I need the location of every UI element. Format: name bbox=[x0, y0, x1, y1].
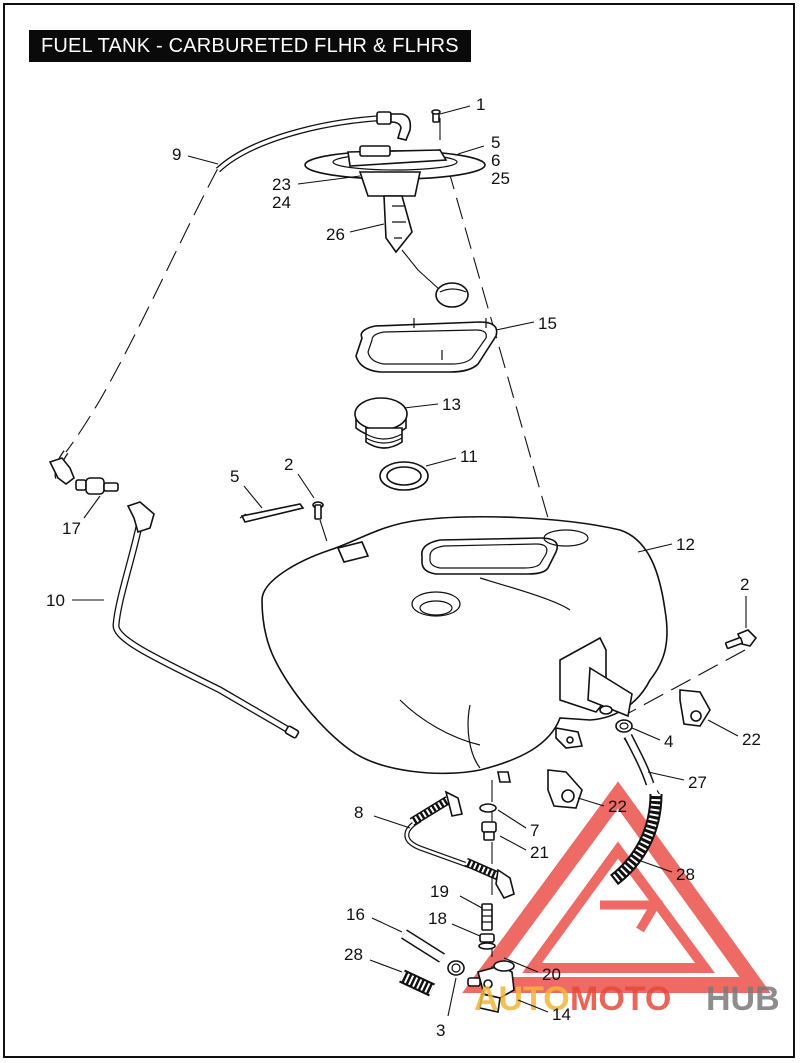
bracket-22-right bbox=[679, 689, 711, 727]
gasket-15 bbox=[355, 318, 498, 373]
fuel-line-10 bbox=[112, 501, 300, 739]
watermark-hub: HUB bbox=[706, 980, 780, 1018]
fitting-21 bbox=[481, 821, 497, 841]
callout-28-left: 28 bbox=[344, 945, 363, 964]
fuel-pump-assembly bbox=[304, 145, 486, 308]
callout-6: 6 bbox=[491, 151, 500, 170]
callout-labels: 1 5 6 25 9 23 24 26 15 13 11 5 2 17 12 1… bbox=[46, 95, 761, 1040]
callout-24: 24 bbox=[272, 193, 291, 212]
watermark-logo bbox=[462, 781, 771, 993]
fuel-line-9 bbox=[48, 111, 412, 485]
callout-14: 14 bbox=[552, 1005, 571, 1024]
page-title: FUEL TANK - CARBURETED FLHR & FLHRS bbox=[29, 30, 471, 62]
callout-20: 20 bbox=[542, 965, 561, 984]
callout-21: 21 bbox=[530, 843, 549, 862]
callout-23: 23 bbox=[272, 175, 291, 194]
callout-8: 8 bbox=[354, 803, 363, 822]
screw-1 bbox=[431, 109, 441, 123]
callout-19: 19 bbox=[430, 882, 449, 901]
callout-22-lower: 22 bbox=[608, 797, 627, 816]
watermark-moto: MOTO bbox=[570, 980, 671, 1018]
watermark-auto: AUTO bbox=[474, 980, 570, 1018]
callout-9: 9 bbox=[172, 145, 181, 164]
clip-5 bbox=[239, 503, 305, 523]
callout-11: 11 bbox=[460, 447, 478, 466]
seal-18 bbox=[478, 933, 496, 950]
gasket-11 bbox=[379, 461, 429, 491]
hose-16 bbox=[401, 929, 445, 963]
screw-2-left bbox=[312, 501, 324, 520]
callout-28-right: 28 bbox=[676, 865, 695, 884]
clamp-3 bbox=[447, 960, 465, 976]
screw-2-right bbox=[724, 629, 758, 650]
petcock-14 bbox=[467, 960, 515, 1013]
grommet-4 bbox=[615, 719, 633, 733]
callout-17: 17 bbox=[62, 519, 81, 538]
callout-25: 25 bbox=[491, 169, 510, 188]
screen-19 bbox=[481, 903, 493, 931]
fuel-line-8 bbox=[404, 790, 515, 900]
seal-7 bbox=[479, 803, 497, 813]
callout-15: 15 bbox=[538, 314, 557, 333]
fuel-tank-12 bbox=[261, 516, 668, 783]
fitting-17 bbox=[75, 477, 119, 495]
hose-28-upper bbox=[609, 793, 663, 886]
watermark-text: AUTO MOTO HUB bbox=[474, 980, 780, 1018]
diagram-frame bbox=[3, 3, 795, 1058]
callout-10: 10 bbox=[46, 591, 65, 610]
callout-27: 27 bbox=[688, 773, 707, 792]
callout-1: 1 bbox=[476, 95, 485, 114]
callout-22-right: 22 bbox=[742, 730, 761, 749]
bracket-22-lower bbox=[547, 769, 583, 809]
callout-5-clip: 5 bbox=[230, 467, 239, 486]
hose-27 bbox=[623, 733, 655, 786]
callout-7: 7 bbox=[530, 821, 539, 840]
callout-12: 12 bbox=[676, 535, 695, 554]
callout-16: 16 bbox=[346, 905, 365, 924]
callout-3: 3 bbox=[436, 1021, 445, 1040]
callout-5-top: 5 bbox=[491, 133, 500, 152]
callout-2-right: 2 bbox=[740, 575, 749, 594]
callout-4: 4 bbox=[664, 732, 673, 751]
callout-2-left: 2 bbox=[284, 455, 293, 474]
callout-13: 13 bbox=[442, 395, 461, 414]
filler-cap-13 bbox=[354, 397, 408, 449]
callout-26: 26 bbox=[326, 225, 345, 244]
hose-28-lower bbox=[399, 969, 435, 997]
leader-lines bbox=[72, 105, 747, 1017]
callout-18: 18 bbox=[428, 909, 447, 928]
